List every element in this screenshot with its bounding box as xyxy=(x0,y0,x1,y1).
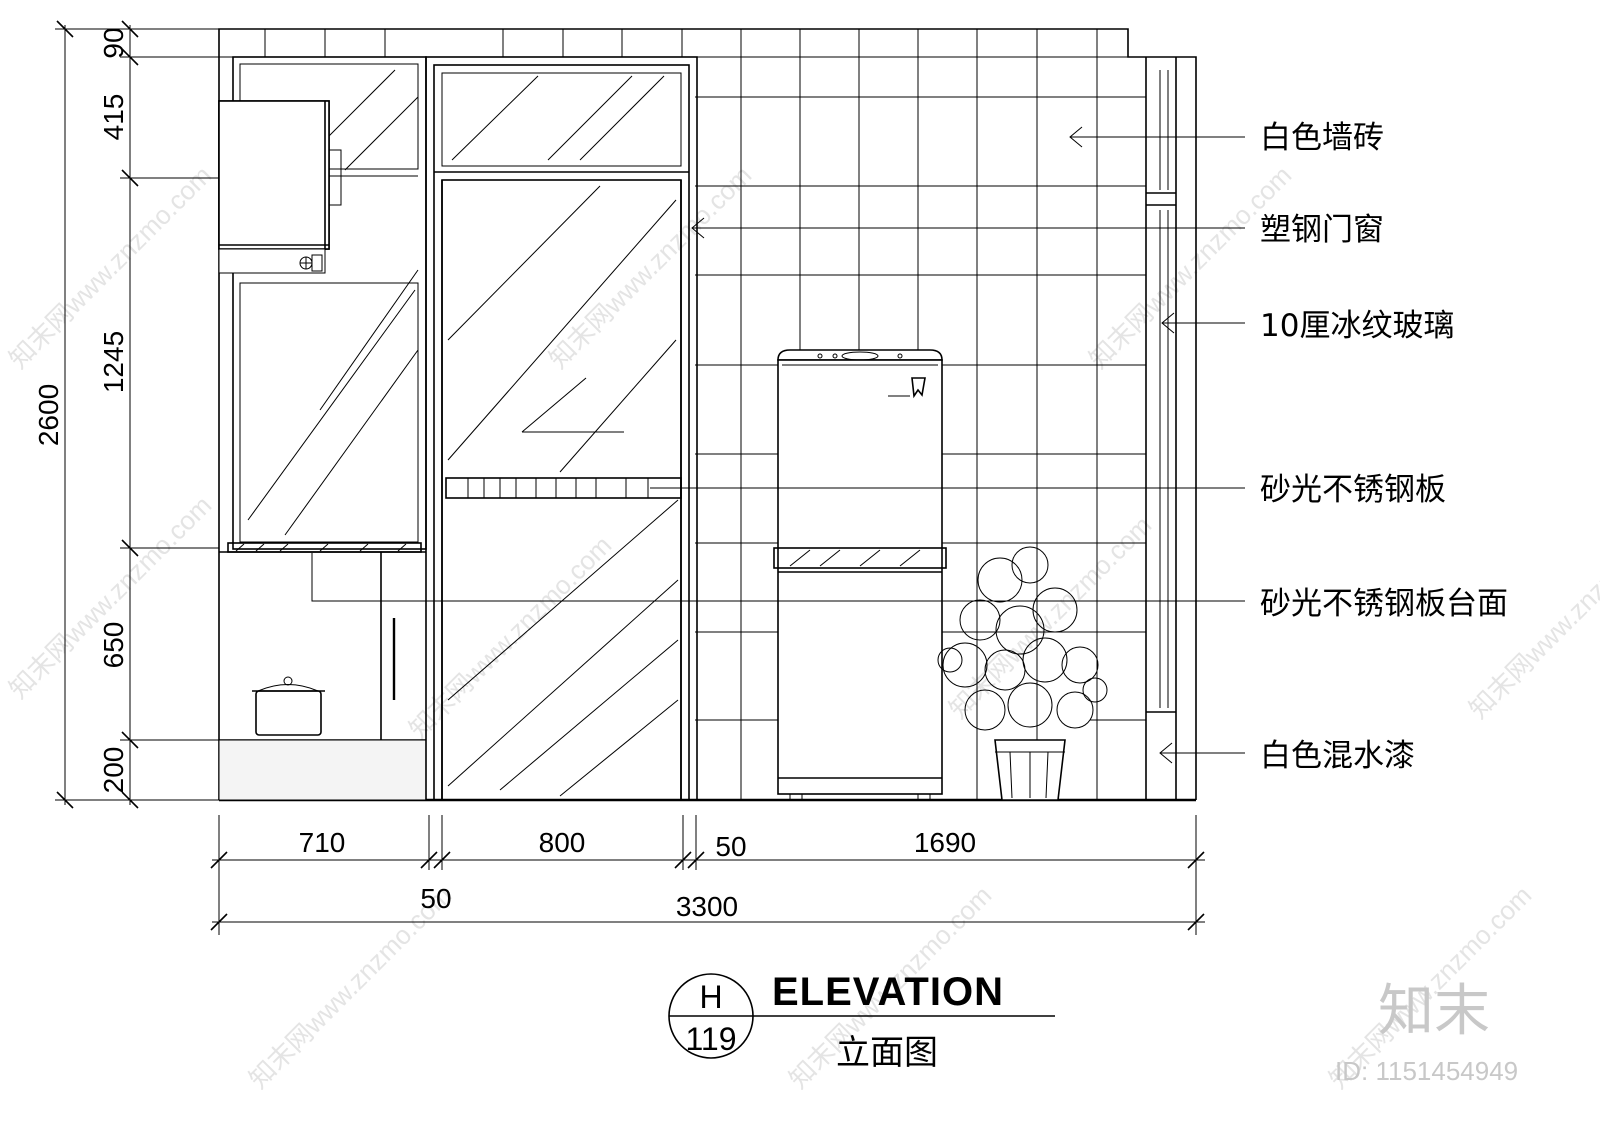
plastic-steel-door xyxy=(425,56,698,801)
right-side-panel xyxy=(1145,57,1177,800)
watermark-id: ID: 1151454949 xyxy=(1335,1056,1518,1086)
title-badge-letter: H xyxy=(699,979,722,1015)
dim-horizontal-710: 710 xyxy=(299,827,346,858)
watermark-logo-text: 知末 xyxy=(1378,979,1490,1044)
title-chinese: 立面图 xyxy=(836,1033,938,1073)
horizontal-dimensions: 710 50 800 50 1690 3300 xyxy=(210,815,1205,935)
callout-brushed-steel-plate: 砂光不锈钢板 xyxy=(1260,472,1446,508)
callout-ice-pattern-glass: 10厘冰纹玻璃 xyxy=(1260,308,1454,344)
dim-vertical-415: 415 xyxy=(98,94,129,141)
dim-vertical-total: 2600 xyxy=(33,384,64,446)
dim-vertical-90: 90 xyxy=(98,27,129,58)
watermark-diagonal: 知末网www.znzmo.com xyxy=(403,530,617,744)
title-block: H 119 ELEVATION 立面图 xyxy=(668,970,1055,1073)
callout-white-tile: 白色墙砖 xyxy=(1260,120,1384,156)
title-english: ELEVATION xyxy=(772,970,1004,1014)
dim-horizontal-800: 800 xyxy=(539,827,586,858)
watermark-diagonal: 知末网www.znzmo.com xyxy=(3,490,217,704)
callout-brushed-steel-countertop: 砂光不锈钢板台面 xyxy=(1260,586,1508,622)
watermark-diagonal: 知末网www.znzmo.com xyxy=(543,160,757,374)
dim-vertical-650: 650 xyxy=(98,622,129,669)
dim-vertical-1245: 1245 xyxy=(98,331,129,393)
potted-plant xyxy=(937,546,1108,801)
title-badge-number: 119 xyxy=(685,1021,736,1057)
left-glass-cabinet xyxy=(232,56,427,550)
tile-wall xyxy=(218,28,1197,802)
watermark-logo: 知末 ID: 1151454949 xyxy=(1335,979,1518,1086)
callout-white-paint: 白色混水漆 xyxy=(1260,738,1415,774)
dim-horizontal-50-left: 50 xyxy=(420,883,451,914)
vertical-dimensions: 2600 90 415 1245 650 200 xyxy=(33,20,219,809)
refrigerator xyxy=(773,349,947,801)
callout-plastic-steel-door-window: 塑钢门窗 xyxy=(1260,212,1384,248)
dim-horizontal-1690: 1690 xyxy=(914,827,976,858)
callouts: 白色墙砖 塑钢门窗 10厘冰纹玻璃 砂光不锈钢板 砂光不锈钢板台面 白色混水漆 xyxy=(311,120,1508,774)
lower-cabinet xyxy=(218,542,427,801)
dim-horizontal-total: 3300 xyxy=(676,891,738,922)
dim-horizontal-50-right: 50 xyxy=(715,831,746,862)
water-heater xyxy=(218,100,418,274)
dim-vertical-200: 200 xyxy=(98,747,129,794)
